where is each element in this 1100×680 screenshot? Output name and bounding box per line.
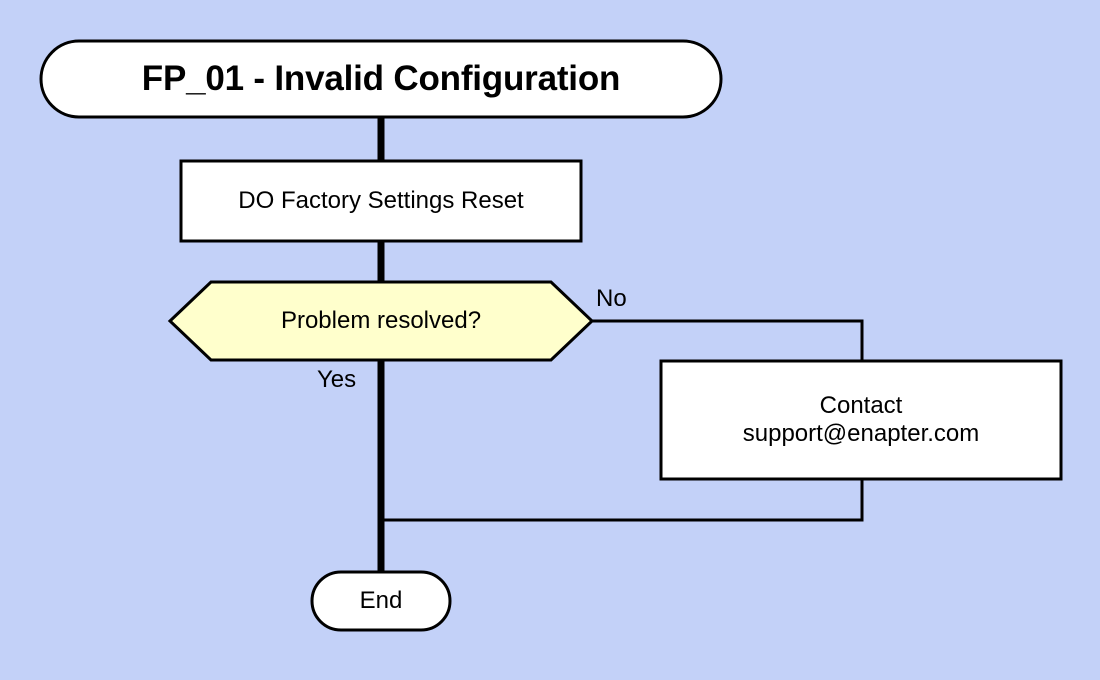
node-action-shape — [179, 159, 583, 243]
node-contact-shape — [659, 359, 1063, 481]
node-title-shape — [39, 39, 723, 119]
connector-contact-to-trunk — [383, 478, 864, 522]
node-decision-shape — [167, 280, 595, 362]
node-end-shape — [310, 570, 452, 632]
connector-no-to-contact — [592, 319, 864, 362]
